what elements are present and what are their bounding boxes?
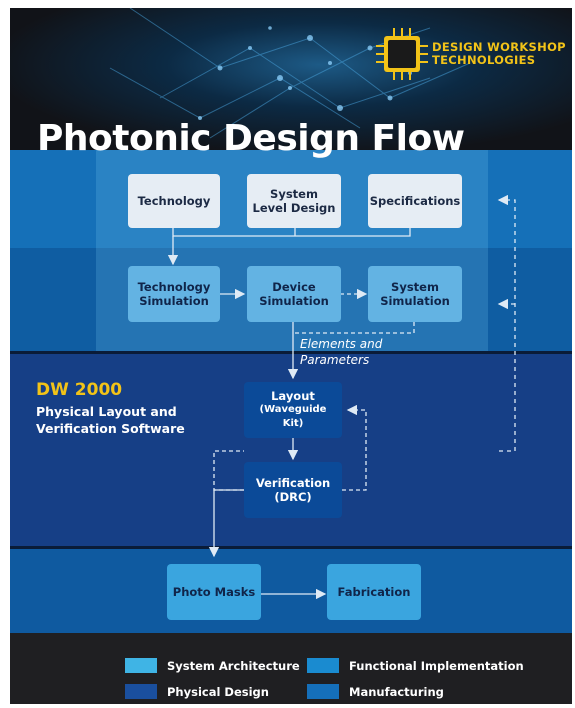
product-name: DW 2000 xyxy=(36,380,123,400)
node-specifications-label: Specifications xyxy=(369,194,461,208)
connector-system-sim-back xyxy=(293,322,415,334)
arrow-to-photo-masks xyxy=(208,489,244,558)
legend-swatch xyxy=(307,684,339,699)
node-system-simulation-label: System Simulation xyxy=(380,280,450,308)
node-layout-sublabel: (Waveguide Kit) xyxy=(259,404,327,429)
product-description: Physical Layout and Verification Softwar… xyxy=(36,403,185,437)
band-divider xyxy=(10,546,572,549)
legend-label: System Architecture xyxy=(167,658,300,673)
legend-swatch xyxy=(307,658,339,673)
network-graphic xyxy=(109,8,471,139)
legend-swatch xyxy=(125,684,157,699)
legend-item-functional-implementation: Functional Implementation xyxy=(307,658,524,673)
annotation-line-2: Parameters xyxy=(300,353,370,367)
legend-swatch xyxy=(125,658,157,673)
node-device-simulation-label: Device Simulation xyxy=(259,280,329,308)
flow-connectors xyxy=(167,194,516,600)
node-technology[interactable]: Technology xyxy=(128,174,220,228)
node-system-level-design[interactable]: System Level Design xyxy=(247,174,341,228)
legend-item-physical-design: Physical Design xyxy=(125,684,269,699)
node-photo-masks-label: Photo Masks xyxy=(172,585,256,599)
node-fabrication[interactable]: Fabrication xyxy=(327,564,421,620)
logo-line-1: DESIGN WORKSHOP xyxy=(432,40,566,54)
legend-item-manufacturing: Manufacturing xyxy=(307,684,444,699)
node-system-simulation[interactable]: System Simulation xyxy=(368,266,462,322)
chip-logo-icon xyxy=(376,28,428,80)
hero-background xyxy=(10,8,572,150)
band-manufacturing xyxy=(10,547,572,633)
elements-parameters-annotation: Elements and Parameters xyxy=(300,336,382,368)
node-fabrication-label: Fabrication xyxy=(337,585,411,599)
product-description-line-2: Verification Software xyxy=(36,421,185,436)
node-photo-masks[interactable]: Photo Masks xyxy=(167,564,261,620)
legend-label: Functional Implementation xyxy=(349,658,524,673)
annotation-line-1: Elements and xyxy=(300,337,383,351)
verification-loop xyxy=(342,404,367,491)
node-layout[interactable]: Layout (Waveguide Kit) xyxy=(244,382,342,438)
band-divider xyxy=(10,351,572,354)
node-system-level-design-label: System Level Design xyxy=(252,187,336,215)
connector-technology xyxy=(172,228,411,237)
node-specifications[interactable]: Specifications xyxy=(368,174,462,228)
legend-label: Manufacturing xyxy=(349,684,444,699)
node-technology-label: Technology xyxy=(137,194,211,208)
verification-left-loop xyxy=(213,450,244,491)
node-technology-simulation-label: Technology Simulation xyxy=(137,280,211,308)
legend-item-system-architecture: System Architecture xyxy=(125,658,300,673)
logo-text: DESIGN WORKSHOP TECHNOLOGIES xyxy=(432,41,566,67)
node-verification-sublabel: (DRC) xyxy=(274,490,312,504)
product-description-line-1: Physical Layout and xyxy=(36,404,177,419)
page-frame: DESIGN WORKSHOP TECHNOLOGIES Photonic De… xyxy=(10,8,572,704)
node-verification[interactable]: Verification (DRC) xyxy=(244,462,342,518)
feedback-loop xyxy=(497,194,516,452)
node-verification-label: Verification xyxy=(255,476,331,490)
legend-label: Physical Design xyxy=(167,684,269,699)
node-device-simulation[interactable]: Device Simulation xyxy=(247,266,341,322)
logo-line-2: TECHNOLOGIES xyxy=(432,53,536,67)
node-technology-simulation[interactable]: Technology Simulation xyxy=(128,266,220,322)
page-title: Photonic Design Flow xyxy=(37,118,465,159)
node-layout-label: Layout xyxy=(271,389,315,403)
